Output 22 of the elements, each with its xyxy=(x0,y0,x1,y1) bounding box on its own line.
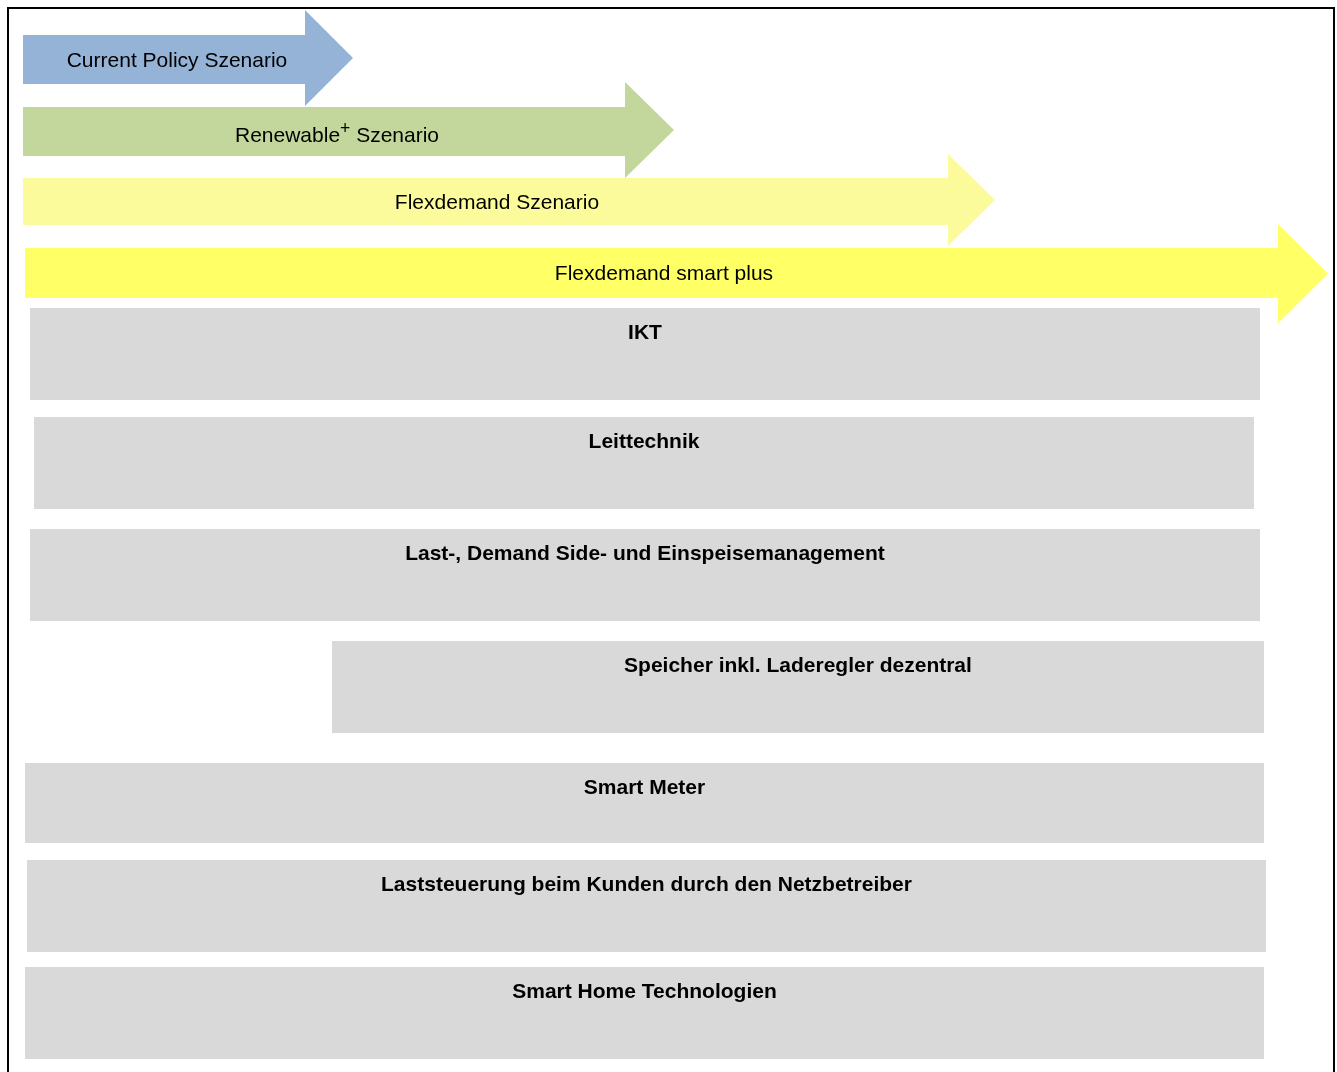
technology-bar xyxy=(30,308,1260,400)
scenario-banner xyxy=(25,224,1328,323)
technology-bar xyxy=(25,967,1264,1059)
technology-bar xyxy=(34,417,1254,509)
technology-label: Smart Home Technologien xyxy=(511,979,778,1003)
scenario-banner xyxy=(23,82,674,178)
technology-bar xyxy=(332,641,1264,733)
scenario-label: Flexdemand smart plus xyxy=(554,261,774,285)
scenario-banner xyxy=(23,10,353,106)
scenario-banner xyxy=(23,154,995,246)
technology-label: Speicher inkl. Laderegler dezentral xyxy=(623,653,973,677)
technology-label: Laststeuerung beim Kunden durch den Netzbetreiber xyxy=(380,872,913,896)
technology-label: Last-, Demand Side- und Einspeisemanagement xyxy=(404,541,886,565)
scenario-label: Renewable$^{+}$ Szenario xyxy=(235,117,439,146)
technology-label: IKT xyxy=(627,320,663,344)
scenario-label: Flexdemand Szenario xyxy=(394,189,600,214)
technology-bar xyxy=(25,763,1264,843)
technology-label: Smart Meter xyxy=(582,775,707,799)
scenario-label: Current Policy Szenario xyxy=(66,47,288,72)
technology-bar xyxy=(27,860,1266,952)
technology-label: Leittechnik xyxy=(587,429,701,453)
technology-bar xyxy=(30,529,1260,621)
